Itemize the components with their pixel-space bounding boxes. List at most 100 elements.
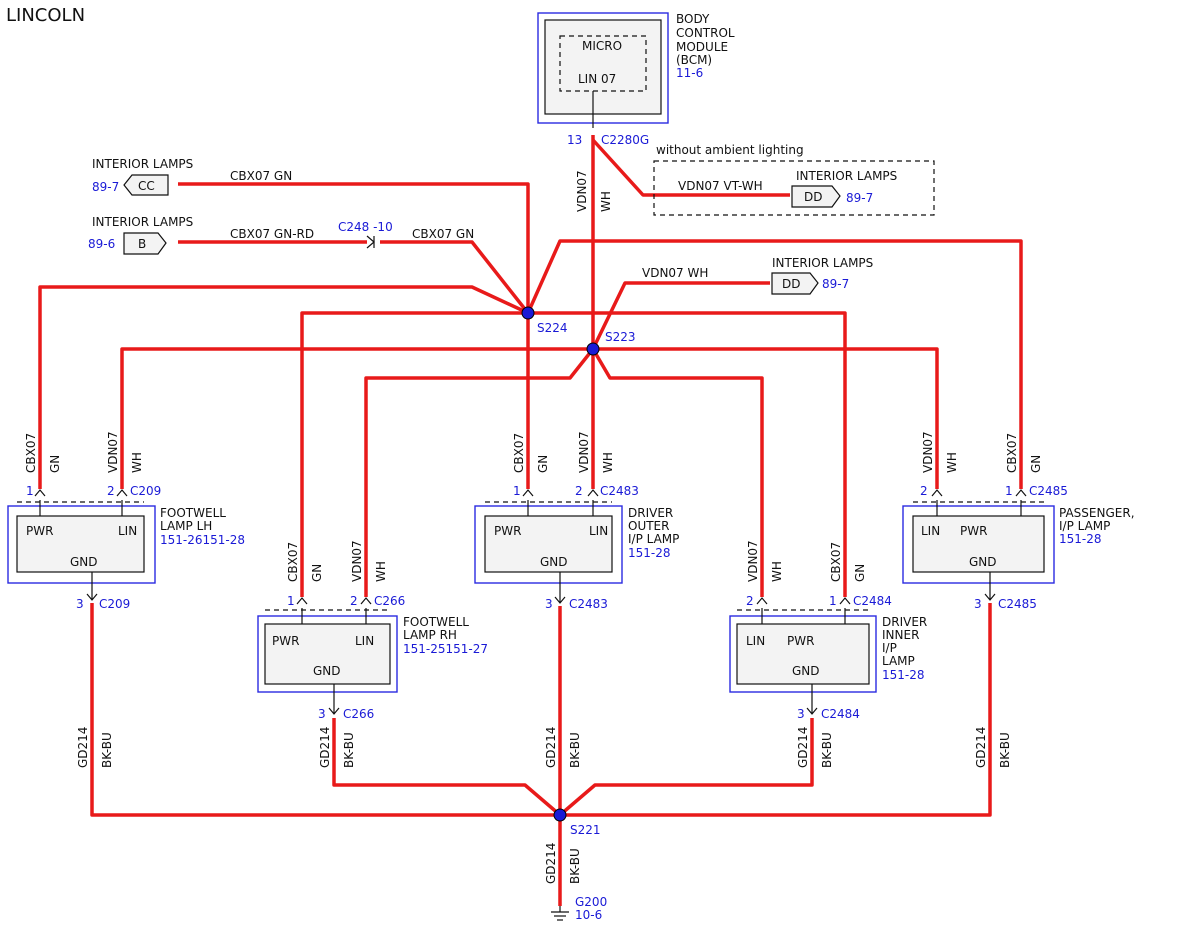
inner-pwr: PWR — [787, 634, 814, 648]
ambient-dd-connector[interactable] — [791, 185, 841, 208]
bcm-name-4: (BCM) — [676, 53, 712, 67]
wire-label: CBX07 — [286, 542, 300, 582]
wire-labels: CBX07 GN VDN07 WH CBX07 GN VDN07 WH VDN0… — [24, 431, 1043, 884]
wire-label: BK-BU — [100, 732, 114, 768]
wire-label: WH — [130, 452, 144, 473]
outer-ref[interactable]: 151-28 — [628, 546, 671, 560]
wire-label: VDN07 — [577, 431, 591, 473]
outer-name-1: DRIVER — [628, 506, 673, 520]
inner-ref[interactable]: 151-28 — [882, 668, 925, 682]
wire-label: GD214 — [76, 727, 90, 768]
pass-conn-top[interactable]: C2485 — [1029, 484, 1068, 498]
bcm-module[interactable]: MICRO LIN 07 — [537, 12, 669, 128]
lh-pwr: PWR — [26, 524, 53, 538]
ambient-dd-pin: DD — [804, 190, 822, 204]
bcm-name-2: CONTROL — [676, 26, 735, 40]
outer-gnd: GND — [540, 555, 568, 569]
pass-lin: LIN — [921, 524, 940, 538]
inner-pin2: 2 — [746, 594, 754, 608]
interior-b-pin: B — [138, 237, 146, 251]
interior-cc-ref[interactable]: 89-7 — [92, 180, 119, 194]
interior-dd-pin: DD — [782, 277, 800, 291]
ground-icon — [551, 906, 569, 921]
wire-label: GN — [853, 564, 867, 582]
interior-b-wire2: CBX07 GN — [412, 227, 474, 241]
lh-name-1: FOOTWELL — [160, 506, 226, 520]
wire-label: CBX07 — [24, 433, 38, 473]
interior-lamps-cc: INTERIOR LAMPS 89-7 CC CBX07 GN — [92, 157, 292, 196]
interior-b-ref[interactable]: 89-6 — [88, 237, 115, 251]
lh-pin1: 1 — [26, 484, 34, 498]
wire-label: GD214 — [544, 727, 558, 768]
footwell-lamp-rh[interactable]: PWR LIN GND — [257, 597, 398, 715]
interior-dd-ref[interactable]: 89-7 — [822, 277, 849, 291]
inner-pin3: 3 — [797, 707, 805, 721]
bcm-micro-label: MICRO — [582, 39, 622, 53]
splice-s224[interactable] — [521, 306, 535, 320]
pass-pwr: PWR — [960, 524, 987, 538]
rh-ref[interactable]: 151-25151-27 — [403, 642, 488, 656]
wire-label: BK-BU — [342, 732, 356, 768]
pass-conn-bottom[interactable]: C2485 — [998, 597, 1037, 611]
rh-pin2: 2 — [350, 594, 358, 608]
ambient-ref[interactable]: 89-7 — [846, 191, 873, 205]
outer-conn-top[interactable]: C2483 — [600, 484, 639, 498]
interior-b-wire: CBX07 GN-RD — [230, 227, 314, 241]
outer-pwr: PWR — [494, 524, 521, 538]
outer-conn-bottom[interactable]: C2483 — [569, 597, 608, 611]
outer-lin: LIN — [589, 524, 608, 538]
outer-pin2: 2 — [575, 484, 583, 498]
lh-ref[interactable]: 151-26151-28 — [160, 533, 245, 547]
wire-label: BK-BU — [568, 848, 582, 884]
bcm-name-3: MODULE — [676, 40, 728, 54]
inline-connector-icon — [366, 235, 375, 249]
passenger-ip-lamp[interactable]: LIN PWR GND — [902, 489, 1055, 601]
wire-label: GD214 — [544, 843, 558, 884]
wire-label: WH — [770, 561, 784, 582]
outer-pin3: 3 — [545, 597, 553, 611]
rh-name-1: FOOTWELL — [403, 615, 469, 629]
wire-label: GD214 — [318, 727, 332, 768]
rh-conn-bottom[interactable]: C266 — [343, 707, 374, 721]
lh-conn-top[interactable]: C209 — [130, 484, 161, 498]
splice-s224-label: S224 — [537, 321, 568, 335]
footwell-lamp-lh[interactable]: PWR LIN GND — [7, 489, 156, 601]
lh-lin: LIN — [118, 524, 137, 538]
interior-cc-connector[interactable] — [123, 174, 169, 196]
splice-s221[interactable] — [553, 808, 567, 822]
inner-conn-bottom[interactable]: C2484 — [821, 707, 860, 721]
lh-name-2: LAMP LH — [160, 519, 212, 533]
wire-label: VDN07 — [350, 540, 364, 582]
wire-label: VDN07 — [746, 540, 760, 582]
rh-conn-top[interactable]: C266 — [374, 594, 405, 608]
wire-label: BK-BU — [568, 732, 582, 768]
lh-conn-bottom[interactable]: C209 — [99, 597, 130, 611]
inner-name-2: INNER — [882, 628, 919, 642]
wire-label: WH — [945, 452, 959, 473]
ground-name[interactable]: G200 — [575, 895, 607, 909]
pass-name-1: PASSENGER, — [1059, 506, 1135, 520]
rh-gnd: GND — [313, 664, 341, 678]
driver-outer-ip-lamp[interactable]: PWR LIN GND — [474, 489, 623, 604]
interior-cc-wire: CBX07 GN — [230, 169, 292, 183]
ground-ref[interactable]: 10-6 — [575, 908, 602, 922]
interior-dd-connector[interactable] — [771, 272, 819, 295]
outer-name-2: OUTER — [628, 519, 669, 533]
ambient-lighting-option: without ambient lighting VDN07 VT-WH INT… — [653, 143, 935, 216]
pass-ref[interactable]: 151-28 — [1059, 532, 1102, 546]
inline-connector-label[interactable]: C248 -10 — [338, 220, 393, 234]
wire-label: GN — [536, 455, 550, 473]
brand-label: LINCOLN — [6, 5, 85, 26]
interior-dd-wire: VDN07 WH — [642, 266, 708, 280]
pass-pin3: 3 — [974, 597, 982, 611]
inner-conn-top[interactable]: C2484 — [853, 594, 892, 608]
ambient-wire-label: VDN07 VT-WH — [678, 179, 763, 193]
bcm-connector[interactable]: C2280G — [601, 133, 649, 147]
interior-lamps-b: INTERIOR LAMPS 89-6 B CBX07 GN-RD C248 -… — [88, 215, 474, 255]
ambient-lamps-label: INTERIOR LAMPS — [796, 169, 897, 183]
wire-label: BK-BU — [998, 732, 1012, 768]
driver-inner-ip-lamp[interactable]: LIN PWR GND — [729, 597, 877, 715]
splice-s223[interactable] — [586, 342, 600, 356]
bcm-ref[interactable]: 11-6 — [676, 66, 703, 80]
interior-b-connector[interactable] — [123, 232, 167, 255]
